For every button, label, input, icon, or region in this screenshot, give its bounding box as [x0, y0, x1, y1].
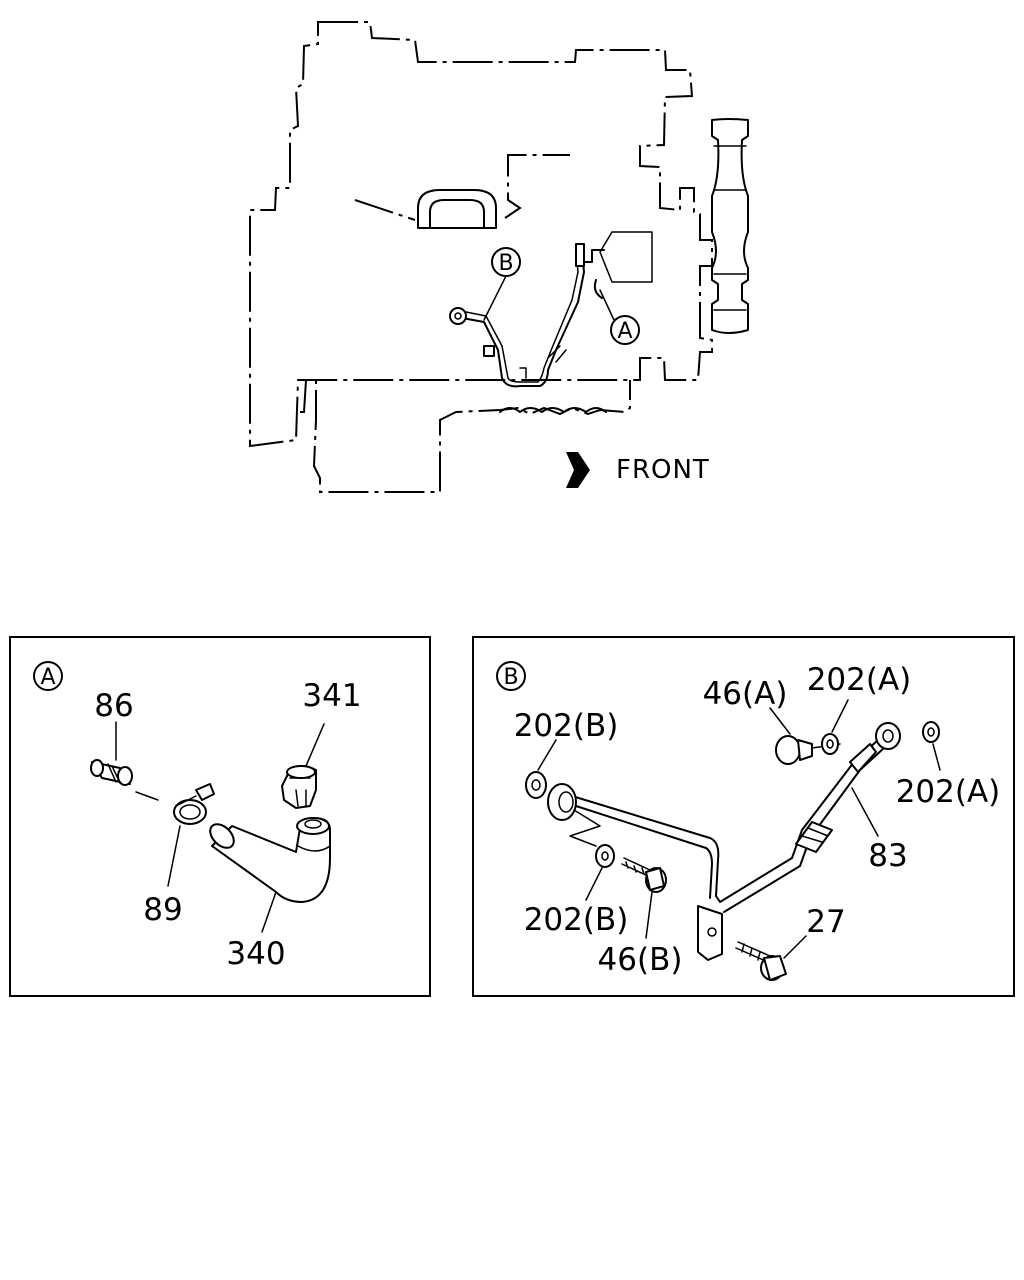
part-86-connector	[90, 721, 159, 801]
part-202a-washer-top	[821, 699, 849, 755]
label-86: 86	[94, 688, 133, 724]
part-341-clip	[281, 723, 325, 809]
panel-b-badge: B	[496, 661, 526, 691]
detail-panel-a: A 86 89 340	[9, 636, 431, 997]
part-340-hose	[209, 817, 331, 933]
label-202a-top: 202(A)	[807, 662, 912, 698]
front-arrow-icon	[566, 452, 590, 488]
panel-a-badge: A	[33, 661, 63, 691]
oil-pan-outline	[300, 379, 631, 493]
cover-outline	[354, 154, 570, 221]
fan-pulley	[711, 118, 749, 334]
filler-cap	[417, 189, 497, 229]
label-89: 89	[143, 892, 182, 928]
overview-pipe-assembly	[449, 243, 615, 388]
overview-fitting	[575, 243, 585, 267]
part-27-bolt	[735, 935, 807, 981]
panel-a-badge-label: A	[40, 665, 55, 690]
part-202b-washer-top	[525, 739, 557, 799]
detail-panel-b: B 83	[472, 636, 1015, 997]
label-340: 340	[226, 936, 285, 972]
oil-pan-ribs	[499, 407, 607, 413]
callout-a-leader	[599, 289, 615, 321]
label-341: 341	[302, 678, 361, 714]
panel-a-frame	[9, 636, 431, 997]
overview-pipe	[461, 249, 585, 388]
part-202b-washer-bottom	[585, 844, 615, 901]
engine-overview	[249, 21, 749, 493]
label-83: 83	[868, 838, 907, 874]
label-46a: 46(A)	[703, 676, 788, 712]
overview-eye-fitting	[449, 307, 467, 325]
engine-block-outline	[249, 21, 713, 448]
front-indicator: FRONT	[566, 452, 710, 488]
callout-b: B	[491, 247, 521, 277]
label-202b-bottom: 202(B)	[524, 902, 629, 938]
part-46b-bolt	[621, 857, 667, 939]
mount-box	[599, 231, 653, 283]
label-46b: 46(B)	[598, 942, 683, 978]
front-label: FRONT	[616, 455, 710, 485]
callout-a: A	[610, 315, 640, 345]
label-202b-top: 202(B)	[514, 708, 619, 744]
part-89-clamp	[167, 783, 215, 887]
overview-bracket	[483, 345, 495, 357]
label-202a-right: 202(A)	[896, 774, 1001, 810]
part-83-pipe	[547, 722, 901, 961]
panel-b-badge-label: B	[503, 665, 518, 690]
callout-a-label: A	[617, 319, 632, 344]
callout-b-label: B	[498, 251, 513, 276]
label-27: 27	[806, 904, 845, 940]
part-202a-washer-right	[922, 721, 941, 771]
callout-b-leader	[483, 275, 507, 321]
